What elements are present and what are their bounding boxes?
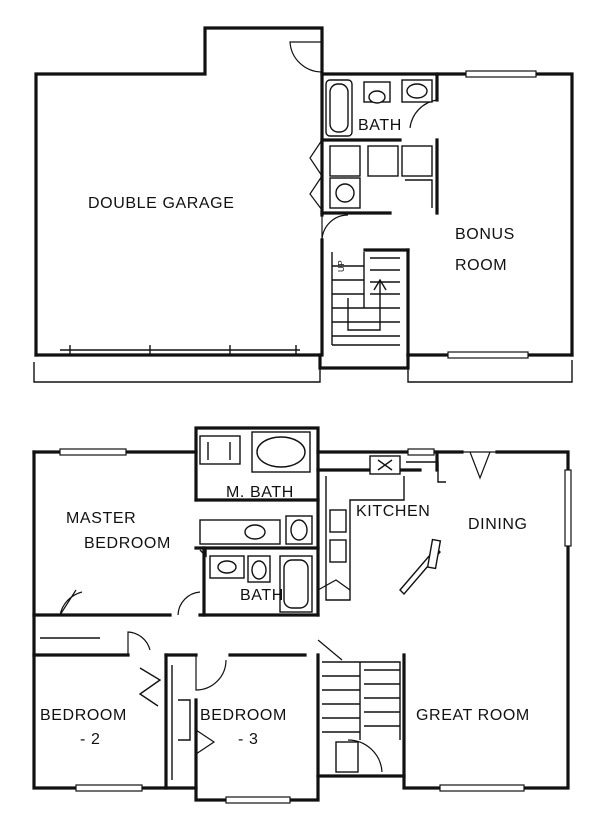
room-label-great-room: GREAT ROOM [416, 707, 530, 724]
room-label-kitchen: KITCHEN [356, 503, 430, 520]
room-label-bonus-line2: ROOM [455, 257, 507, 274]
kitchen-counters [325, 455, 446, 601]
room-label-bedroom3-line1: BEDROOM [200, 707, 287, 724]
room-label-bedroom2-line1: BEDROOM [40, 707, 127, 724]
lower-windows [59, 448, 572, 804]
upper-doors [289, 41, 438, 241]
room-label-master-bath: M. BATH [226, 484, 294, 501]
upper-stairs [331, 252, 400, 346]
upper-windows [447, 70, 537, 359]
room-label-bedroom3-line2: - 3 [238, 731, 258, 748]
stair-up-note: UP [337, 260, 346, 272]
room-label-bedroom2-line2: - 2 [80, 731, 100, 748]
upper-laundry-closets [329, 145, 433, 209]
hall-bath-fixtures [199, 548, 313, 613]
upper-floor-plan: DOUBLE GARAGE BATH BONUS ROOM UP [33, 26, 574, 383]
room-label-master-line2: BEDROOM [84, 535, 171, 552]
room-label-double-garage: DOUBLE GARAGE [88, 195, 235, 212]
room-label-hall-bath: BATH [240, 587, 284, 604]
lower-floor-plan: M. BATH KITCHEN DINING MASTER BEDROOM BA… [32, 426, 572, 804]
room-label-upper-bath: BATH [358, 117, 402, 134]
master-bath-fixtures [199, 431, 313, 545]
upper-bath-fixtures [325, 79, 433, 137]
room-label-dining: DINING [468, 516, 528, 533]
lower-interior-walls [32, 450, 439, 790]
lower-doors [59, 451, 497, 773]
garage-door-openings [60, 345, 300, 355]
lower-stairs [322, 661, 401, 773]
lower-closets [40, 637, 191, 780]
upper-interior-walls [320, 72, 439, 357]
room-label-bonus-line1: BONUS [455, 226, 515, 243]
room-label-master-line1: MASTER [66, 510, 136, 527]
